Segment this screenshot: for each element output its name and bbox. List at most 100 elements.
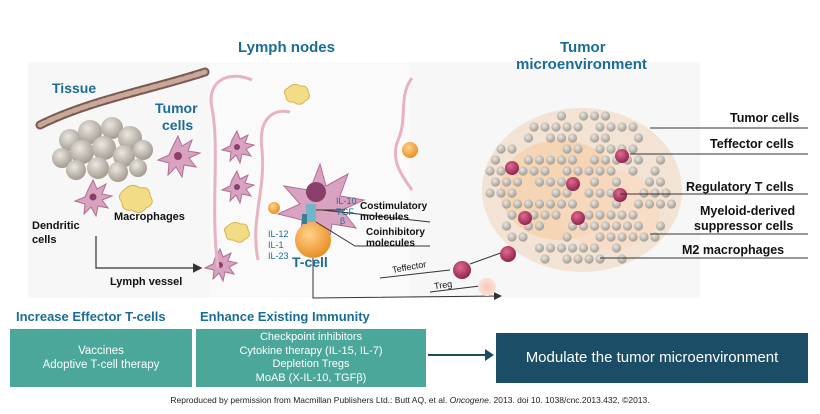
tumor-cell bbox=[600, 221, 611, 231]
tumor-cell bbox=[545, 155, 556, 165]
tumor-cell bbox=[556, 199, 567, 209]
tumor-cell bbox=[655, 155, 666, 165]
tumor-cell bbox=[589, 155, 600, 165]
tumor-cell bbox=[534, 177, 545, 187]
legend-teffector-cells: Teffector cells bbox=[710, 137, 794, 151]
tumor-cell bbox=[589, 221, 600, 231]
tumor-cell bbox=[611, 243, 622, 253]
teffector-cell-shape bbox=[453, 261, 471, 279]
citation-journal: Oncogene bbox=[449, 395, 489, 405]
tumor-cell bbox=[661, 188, 671, 198]
tumor-cell bbox=[551, 210, 561, 220]
tumor-cell bbox=[534, 243, 545, 253]
tumor-cell bbox=[507, 144, 517, 154]
tumor-cell bbox=[573, 122, 583, 132]
tumor-cell bbox=[589, 177, 600, 187]
tumor-cell bbox=[507, 188, 517, 198]
tumor-cell bbox=[562, 166, 572, 176]
tumor-cell bbox=[606, 144, 616, 154]
tumor-cell bbox=[556, 133, 567, 143]
lymph-vessel-outline bbox=[209, 74, 414, 269]
tumor-cell bbox=[628, 166, 638, 176]
tumor-cell bbox=[534, 199, 545, 209]
legend-myeloid-derived: Myeloid-derived bbox=[700, 204, 796, 218]
tumor-cell bbox=[595, 232, 605, 242]
tumor-cell bbox=[540, 122, 550, 132]
tumor-cell bbox=[562, 144, 572, 154]
tumor-cell bbox=[617, 232, 627, 242]
tumor-cell bbox=[518, 166, 528, 176]
tissue-tumor-cluster bbox=[52, 117, 153, 182]
tumor-cells-label-line2: cells bbox=[162, 117, 194, 133]
tumor-cell bbox=[606, 210, 616, 220]
increase-item-adoptive: Adoptive T-cell therapy bbox=[42, 359, 160, 371]
increase-title: Increase Effector T-cells bbox=[16, 309, 166, 324]
tumor-cell bbox=[540, 210, 550, 220]
legend-suppressor-cells: suppressor cells bbox=[694, 219, 794, 233]
tumor-cell bbox=[540, 254, 550, 264]
legend-m2-macrophages: M2 macrophages bbox=[682, 243, 785, 257]
tumor-cell bbox=[567, 133, 578, 143]
tumor-cell bbox=[567, 243, 578, 253]
tumor-cell bbox=[545, 177, 556, 187]
coinhibitory-label-line2: molecules bbox=[366, 238, 415, 249]
tumor-cell bbox=[523, 155, 534, 165]
tumor-cell bbox=[562, 122, 572, 132]
tissue-vessel-shape bbox=[35, 67, 210, 130]
tumor-cell bbox=[556, 111, 567, 121]
tumor-cell bbox=[562, 232, 572, 242]
tumor-cell bbox=[529, 166, 539, 176]
tumor-cell bbox=[501, 177, 512, 187]
tumor-cell bbox=[490, 177, 501, 187]
costimulatory-label-line1: Costimulatory bbox=[360, 201, 428, 212]
tumor-cell bbox=[589, 243, 600, 253]
tumor-cell bbox=[589, 199, 600, 209]
tumor-cell bbox=[595, 144, 605, 154]
tumor-cell bbox=[650, 188, 660, 198]
dendritic-cells-label-line1: Dendritic bbox=[32, 220, 80, 232]
enhance-title: Enhance Existing Immunity bbox=[200, 309, 370, 324]
tumor-cell bbox=[589, 133, 600, 143]
tumor-cell bbox=[496, 166, 506, 176]
tumor-cell bbox=[606, 232, 616, 242]
coinhibitory-label-line1: Coinhibitory bbox=[366, 227, 425, 238]
enhance-box: Checkpoint inhibitors Cytokine therapy (… bbox=[196, 331, 426, 385]
tumor-cell-grid bbox=[485, 111, 677, 264]
tumor-cell bbox=[606, 122, 616, 132]
tumor-cell bbox=[606, 166, 616, 176]
tumor-cell bbox=[639, 232, 649, 242]
tumor-cell bbox=[589, 111, 600, 121]
outcome-box: Modulate the tumor microenvironment bbox=[525, 349, 779, 366]
tumor-cell bbox=[644, 199, 655, 209]
tumor-cells-label-line1: Tumor bbox=[155, 100, 198, 116]
tumor-cell bbox=[644, 177, 655, 187]
tumor-cell bbox=[507, 232, 517, 242]
tumor-cell bbox=[567, 155, 578, 165]
tumor-cell bbox=[545, 133, 556, 143]
tumor-cell bbox=[578, 243, 589, 253]
legend-tumor-cells: Tumor cells bbox=[730, 111, 800, 125]
tumor-cell bbox=[573, 144, 583, 154]
tumor-cell bbox=[545, 243, 556, 253]
treg-cell-shape bbox=[478, 278, 496, 296]
tumor-cell bbox=[628, 144, 638, 154]
increase-item-vaccines: Vaccines bbox=[78, 345, 124, 357]
tumor-cell bbox=[529, 122, 539, 132]
lymph-vessel-arrow bbox=[95, 236, 203, 273]
tumor-cell bbox=[567, 199, 578, 209]
tumor-cell bbox=[600, 155, 611, 165]
tumor-cell bbox=[573, 254, 583, 264]
increase-box: Vaccines Adoptive T-cell therapy bbox=[10, 344, 192, 372]
tumor-cell bbox=[628, 122, 638, 132]
tumor-cell bbox=[655, 221, 666, 231]
tumor-cell bbox=[573, 166, 583, 176]
tumor-cell bbox=[650, 232, 660, 242]
tumor-cell bbox=[633, 155, 644, 165]
tumor-cell bbox=[595, 254, 605, 264]
tumor-cell bbox=[556, 155, 567, 165]
tumor-cell bbox=[595, 188, 605, 198]
il10-label: IL-10 bbox=[336, 196, 357, 206]
tumor-cell bbox=[540, 166, 550, 176]
